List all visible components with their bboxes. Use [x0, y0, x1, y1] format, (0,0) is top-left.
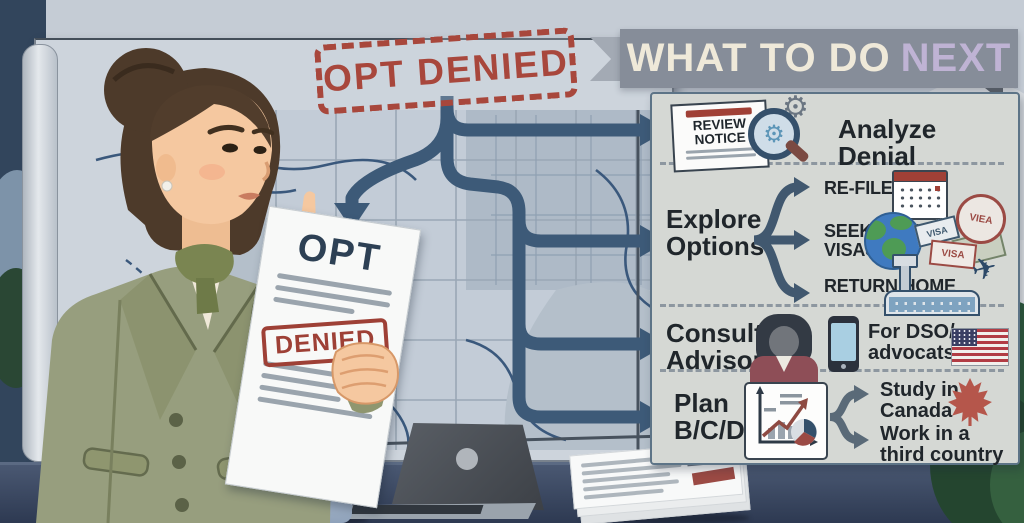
- option-work-third-country: Work in a third country: [880, 423, 1004, 466]
- magnifier-gear-icon: ⚙: [748, 108, 800, 160]
- airport-terminal-icon: [884, 290, 980, 316]
- step-label-analyze-denial: Analyze Denial: [838, 114, 937, 172]
- step-label-consult-advisors: Consult Advisors: [666, 318, 778, 376]
- title-banner: WHAT TO DO NEXT: [620, 29, 1018, 88]
- calendar-icon: [892, 170, 948, 220]
- us-flag-icon: [951, 328, 1009, 366]
- dashed-separator: [660, 304, 1004, 307]
- branch-arrows: [829, 385, 869, 449]
- banner-title-main: WHAT TO DO: [626, 36, 891, 80]
- holding-hand: [331, 342, 400, 414]
- note-for-dso: For DSO/ advocats: [868, 321, 955, 364]
- branch-arrows: [753, 177, 810, 303]
- visa-stamps-icon: VISA VIEA VISA: [913, 190, 1014, 270]
- what-to-do-panel: REVIEW NOTICE ⚙ ⚙ Analyze Denial Explore…: [650, 91, 1020, 466]
- option-study-canada: Study in Canada: [880, 379, 959, 422]
- banner-title-accent: NEXT: [900, 36, 1012, 80]
- chart-icon: [744, 382, 828, 460]
- dashed-separator: [660, 162, 1004, 165]
- advisor-face: [769, 326, 799, 358]
- step-label-plan-bcd: Plan B/C/D: [674, 388, 745, 446]
- smartphone-icon: [828, 316, 859, 372]
- maple-leaf-icon: [946, 376, 994, 428]
- step-label-explore-options: Explore Options: [666, 204, 765, 262]
- laptop-logo-icon: [456, 448, 478, 470]
- advisor-blazer: [750, 356, 818, 384]
